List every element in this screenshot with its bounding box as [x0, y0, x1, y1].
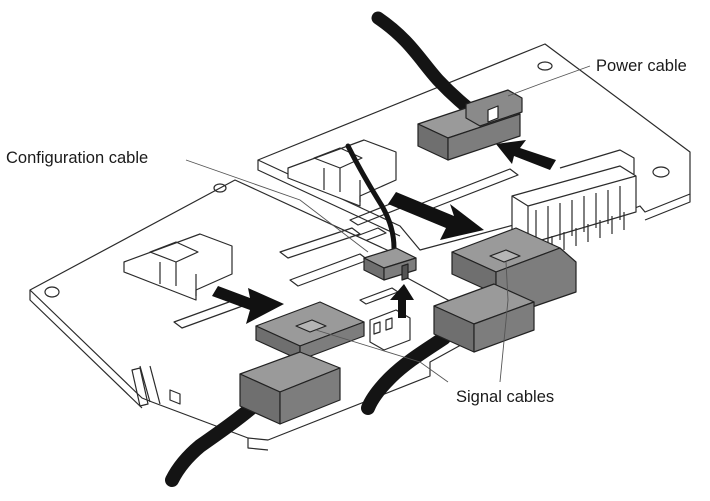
- power-cable-leader: [507, 65, 591, 97]
- configuration-cable-label: Configuration cable: [6, 149, 149, 167]
- signal-cables-label: Signal cables: [456, 388, 555, 406]
- signal-cables-leader-left: [315, 329, 449, 383]
- drive-cage-front: [123, 233, 233, 301]
- signal-cable-left-wire: [165, 397, 263, 487]
- signal-cable-right-wire: [361, 331, 451, 415]
- signal-cables-leader-right: [499, 261, 509, 383]
- signal-cable-connector-left: [239, 301, 365, 425]
- signal-left-arrow: [212, 286, 284, 324]
- power-cable-connector: [417, 89, 523, 161]
- configuration-cable-connector: [363, 247, 417, 281]
- power-arrow: [496, 140, 556, 170]
- configuration-cable-wire: [345, 143, 397, 251]
- configuration-arrow: [390, 284, 414, 318]
- power-cable-label: Power cable: [596, 57, 687, 75]
- signal-cable-connector-right: [433, 227, 577, 353]
- configuration-cable-leader: [185, 159, 369, 253]
- drive-cage-rear: [287, 139, 397, 207]
- configuration-header: [369, 309, 411, 351]
- signal-right-arrow: [388, 192, 484, 240]
